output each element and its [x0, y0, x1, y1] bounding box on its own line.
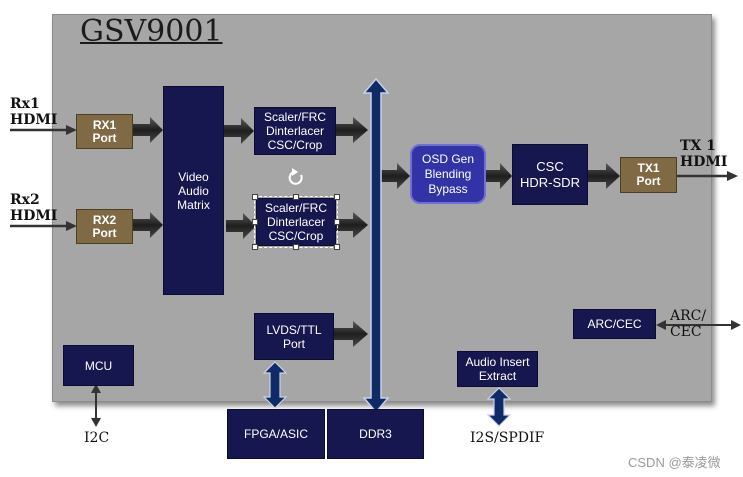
rx2-to-matrix-arrow [133, 212, 163, 238]
bus-to-osd-arrow [381, 163, 410, 189]
scaler2-to-bus-arrow [336, 212, 368, 238]
rx2-input-arrow [10, 221, 77, 231]
matrix-to-scaler1-arrow [224, 118, 254, 144]
i2s-spdif-label: I2S/SPDIF [470, 430, 545, 446]
selection-handle[interactable] [334, 194, 340, 200]
lvds-to-bus-arrow [334, 321, 368, 347]
selection-handle[interactable] [252, 194, 258, 200]
matrix-to-scaler2-arrow [226, 213, 256, 239]
selection-handle[interactable] [252, 244, 258, 250]
chip-title: GSV9001 [80, 14, 223, 49]
arc-cec-arrow [656, 320, 741, 330]
osd-to-csc-arrow [486, 163, 512, 189]
rx1-input-arrow [10, 125, 77, 135]
selection-handle[interactable] [293, 194, 299, 200]
selection-handle[interactable] [293, 244, 299, 250]
ddr-bus [362, 77, 390, 414]
scaler1-to-bus-arrow [336, 117, 368, 143]
rx1-to-matrix-arrow [133, 117, 163, 143]
fpga-link-arrow [262, 361, 288, 409]
i2c-label: I2C [84, 430, 110, 446]
csc-to-tx-arrow [588, 163, 620, 189]
mcu-i2c-arrow [91, 384, 101, 427]
tx-output-arrow [677, 171, 738, 181]
arc-cec-block[interactable]: ARC/CEC [573, 309, 656, 339]
arc-cec-label: ARC/CEC [670, 308, 707, 340]
selection-handle[interactable] [334, 219, 340, 225]
watermark: CSDN @泰凌微 [628, 455, 721, 470]
audio-link-arrow [486, 387, 512, 427]
rotate-handle-icon[interactable] [288, 168, 303, 185]
selection-handle[interactable] [252, 219, 258, 225]
selection-handle[interactable] [334, 244, 340, 250]
mcu-block[interactable]: MCU [63, 345, 134, 386]
ddr3-block[interactable]: DDR3 [327, 409, 424, 459]
fpga-asic-block[interactable]: FPGA/ASIC [227, 409, 325, 459]
